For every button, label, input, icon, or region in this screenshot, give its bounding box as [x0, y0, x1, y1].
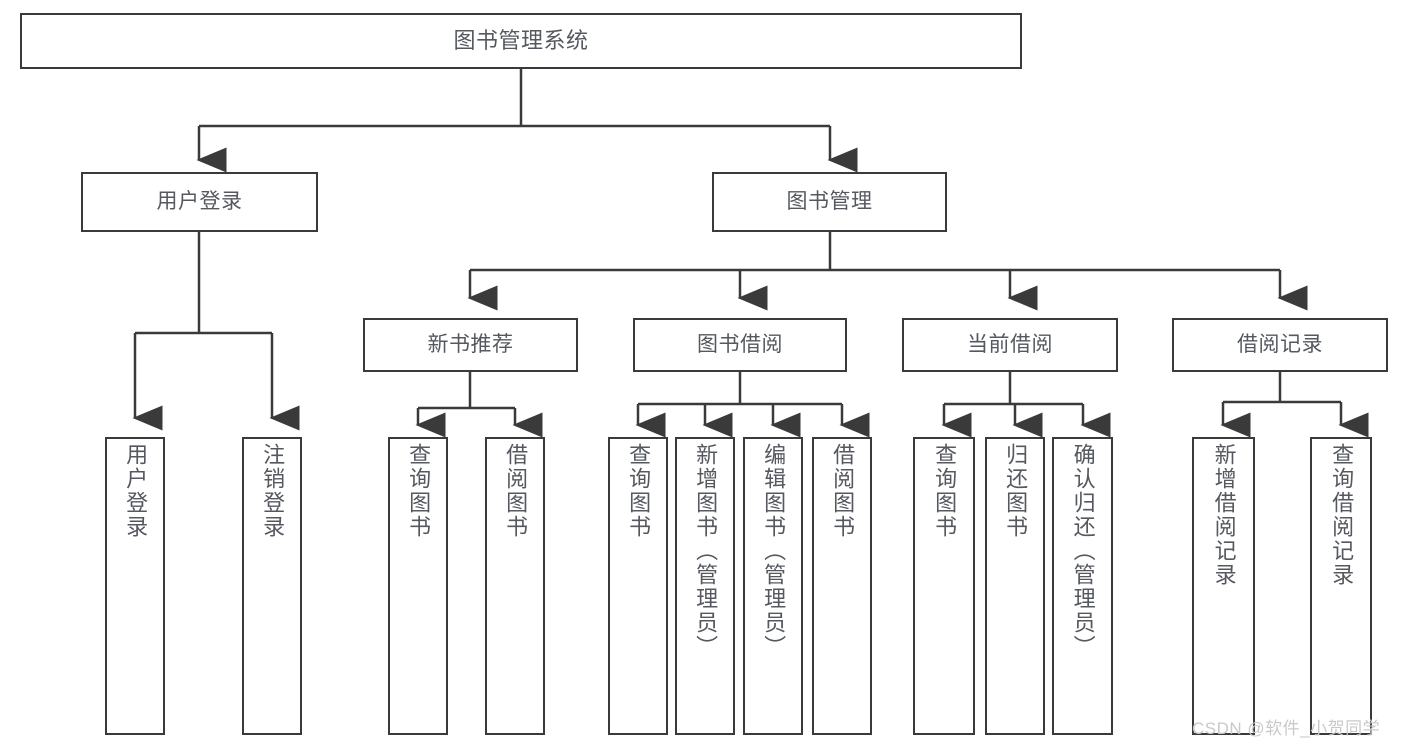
leaf-user-login[interactable]: 用户登录	[105, 437, 165, 735]
leaf-query-book-recommend-label: 查询图书	[406, 443, 432, 539]
node-book-borrow[interactable]: 图书借阅	[633, 318, 847, 372]
node-user-login[interactable]: 用户登录	[81, 172, 318, 232]
leaf-edit-book-admin-label: 编辑图书（管理员）	[761, 443, 787, 659]
node-book-borrow-label: 图书借阅	[697, 333, 783, 357]
node-borrow-record-label: 借阅记录	[1237, 333, 1323, 357]
leaf-query-borrow-record-label: 查询借阅记录	[1329, 443, 1355, 587]
leaf-query-book-current[interactable]: 查询图书	[913, 437, 975, 735]
leaf-borrow-book-recommend-label: 借阅图书	[503, 443, 529, 539]
leaf-query-borrow-record[interactable]: 查询借阅记录	[1310, 437, 1372, 735]
leaf-confirm-return-admin-label: 确认归还（管理员）	[1070, 443, 1096, 659]
node-root-label: 图书管理系统	[453, 27, 589, 53]
leaf-query-book-current-label: 查询图书	[932, 443, 958, 539]
leaf-borrow-book-label: 借阅图书	[830, 443, 856, 539]
leaf-return-book-label: 归还图书	[1003, 443, 1029, 539]
node-borrow-record[interactable]: 借阅记录	[1172, 318, 1388, 372]
leaf-confirm-return-admin[interactable]: 确认归还（管理员）	[1052, 437, 1113, 735]
leaf-query-book-borrow[interactable]: 查询图书	[608, 437, 668, 735]
leaf-logout[interactable]: 注销登录	[242, 437, 302, 735]
node-new-book-recommend[interactable]: 新书推荐	[363, 318, 578, 372]
leaf-user-login-label: 用户登录	[123, 443, 149, 539]
leaf-borrow-book[interactable]: 借阅图书	[812, 437, 872, 735]
csdn-watermark: CSDN @软件_小贺同学	[1192, 719, 1381, 738]
node-root[interactable]: 图书管理系统	[20, 13, 1022, 69]
leaf-logout-label: 注销登录	[260, 443, 286, 539]
leaf-add-borrow-record[interactable]: 新增借阅记录	[1192, 437, 1255, 735]
leaf-borrow-book-recommend[interactable]: 借阅图书	[485, 437, 545, 735]
leaf-query-book-borrow-label: 查询图书	[626, 443, 652, 539]
leaf-return-book[interactable]: 归还图书	[985, 437, 1045, 735]
node-current-borrow-label: 当前借阅	[967, 333, 1053, 357]
node-book-management[interactable]: 图书管理	[712, 172, 947, 232]
leaf-add-book-admin-label: 新增图书（管理员）	[693, 443, 719, 659]
node-current-borrow[interactable]: 当前借阅	[902, 318, 1118, 372]
node-new-book-recommend-label: 新书推荐	[427, 333, 514, 357]
node-user-login-label: 用户登录	[156, 190, 243, 214]
leaf-add-borrow-record-label: 新增借阅记录	[1211, 443, 1237, 587]
node-book-management-label: 图书管理	[786, 190, 873, 214]
leaf-query-book-recommend[interactable]: 查询图书	[388, 437, 448, 735]
leaf-add-book-admin[interactable]: 新增图书（管理员）	[675, 437, 735, 735]
leaf-edit-book-admin[interactable]: 编辑图书（管理员）	[743, 437, 803, 735]
